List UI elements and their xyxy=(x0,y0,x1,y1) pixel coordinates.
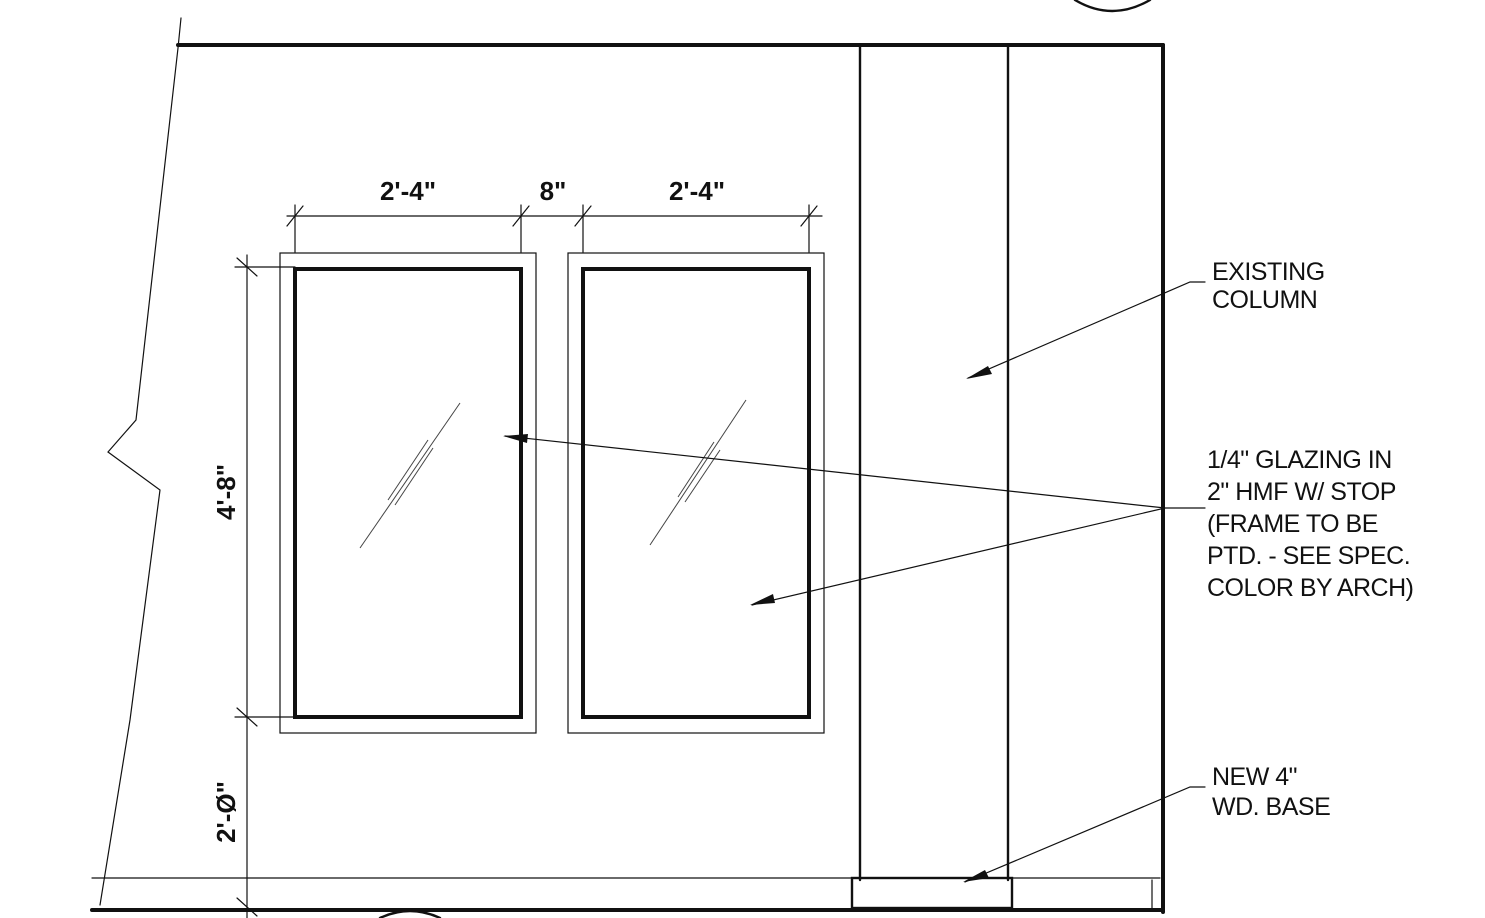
dimension-horizontal xyxy=(286,204,823,253)
dim-sill-height: 2'-Ø" xyxy=(211,781,241,843)
note-base-line1: NEW 4" xyxy=(1212,763,1297,791)
dimension-vertical xyxy=(234,254,296,918)
leader-glazing xyxy=(503,434,1206,606)
note-existing-column-line2: COLUMN xyxy=(1212,286,1317,314)
dim-window-width-right: 2'-4" xyxy=(669,176,725,206)
note-glazing-line2: 2" HMF W/ STOP xyxy=(1207,478,1396,506)
note-base: NEW 4" WD. BASE xyxy=(1212,763,1331,821)
window-left xyxy=(279,252,537,734)
note-glazing-line3: (FRAME TO BE xyxy=(1207,510,1378,538)
dim-mullion-gap: 8" xyxy=(540,176,567,206)
leader-base xyxy=(963,786,1206,883)
dim-window-height: 4'-8" xyxy=(211,464,241,520)
note-base-line2: WD. BASE xyxy=(1212,793,1330,821)
section-marker-fragment xyxy=(1073,0,1152,13)
note-existing-column: EXISTING COLUMN xyxy=(1212,258,1325,314)
glass-hatch-right xyxy=(649,399,747,546)
wall-outline xyxy=(90,17,1165,914)
glass-hatch-left xyxy=(359,402,461,549)
bottom-marker-fragment xyxy=(378,909,442,918)
note-glazing-line1: 1/4" GLAZING IN xyxy=(1207,446,1392,474)
dim-window-width-left: 2'-4" xyxy=(380,176,436,206)
note-glazing-line5: COLOR BY ARCH) xyxy=(1207,574,1413,602)
existing-column xyxy=(850,43,1153,910)
note-glazing-line4: PTD. - SEE SPEC. xyxy=(1207,542,1410,570)
note-glazing: 1/4" GLAZING IN 2" HMF W/ STOP (FRAME TO… xyxy=(1207,446,1414,602)
leader-existing-column xyxy=(966,281,1206,379)
note-existing-column-line1: EXISTING xyxy=(1212,258,1325,286)
window-right xyxy=(567,252,825,734)
